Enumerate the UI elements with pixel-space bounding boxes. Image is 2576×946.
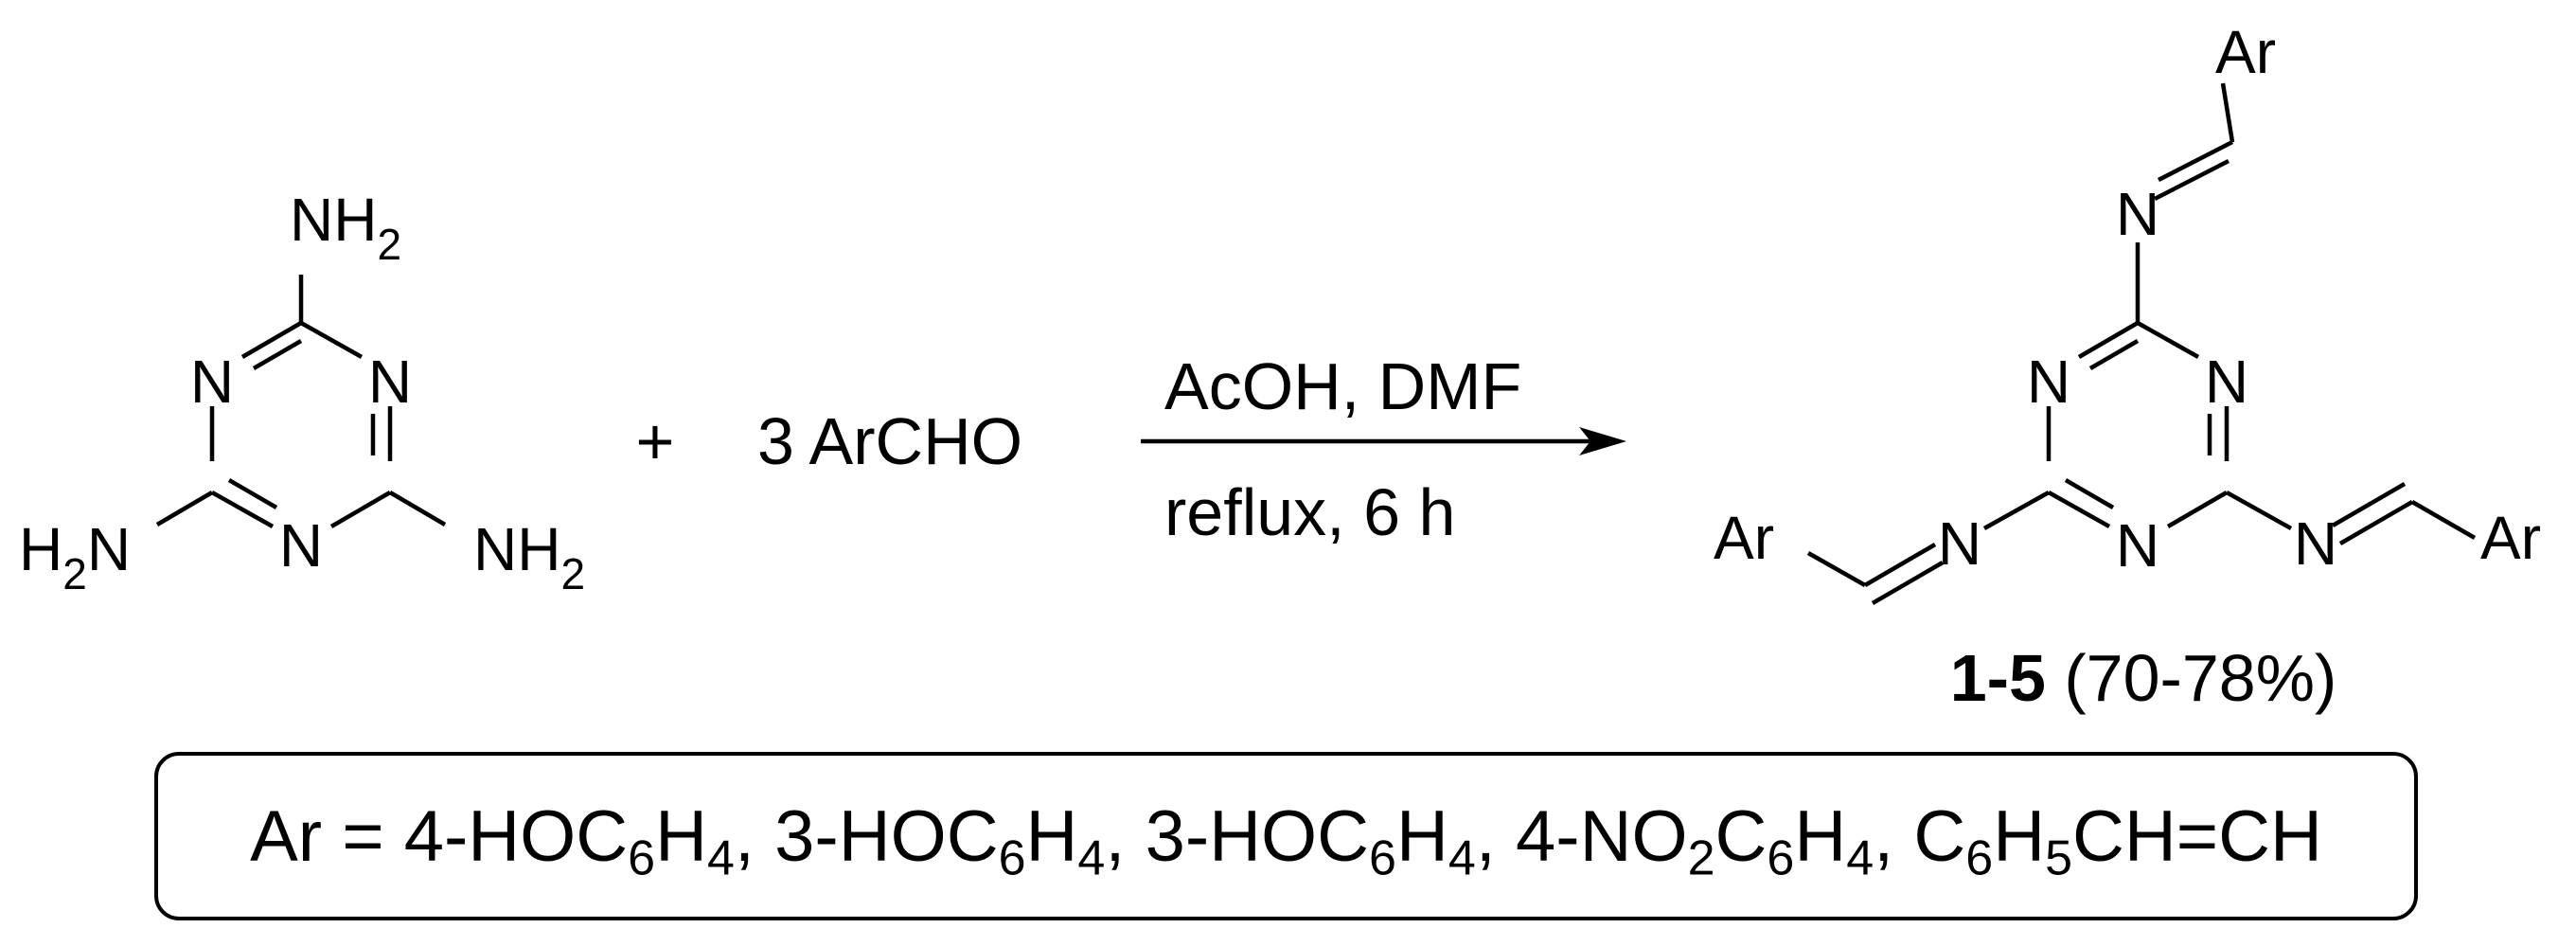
reaction-arrow: [1141, 427, 1626, 455]
product-bond: [1806, 551, 1867, 587]
ring-nitrogen-label: N: [2116, 511, 2159, 580]
substituent-item: 3-HOC6H4: [1145, 795, 1476, 886]
substituent-separator: ,: [734, 795, 775, 877]
amino-group-label: H2N: [19, 515, 131, 598]
amino-group-label: NH2: [290, 186, 401, 269]
product-bond: [2136, 321, 2200, 359]
product-bond: [2157, 139, 2234, 183]
melamine-bond: [210, 491, 275, 528]
melamine-structure: N N N NH2 H2N NH2: [19, 186, 585, 598]
product-double-bond: [2153, 158, 2230, 202]
product-bond: [2338, 500, 2414, 545]
aryl-group-label: Ar: [2215, 18, 2276, 86]
aryl-group-label: Ar: [1714, 504, 1774, 572]
product-double-bond: [2088, 339, 2140, 370]
ring-nitrogen-label: N: [2205, 348, 2248, 416]
ring-nitrogen-label: N: [190, 348, 234, 416]
substituent-item: 3-HOC6H4: [774, 795, 1106, 886]
ring-nitrogen-label: N: [2027, 348, 2070, 416]
imine-nitrogen-label: N: [2294, 509, 2337, 578]
substituent-item: C6H5CH=CH: [1913, 795, 2322, 886]
conditions-below-arrow: reflux, 6 h: [1164, 475, 1455, 549]
substituent-item: 4-HOC6H4: [403, 795, 735, 886]
substituent-definition-box: Ar = 4-HOC6H4, 3-HOC6H4, 3-HOC6H4, 4-NO2…: [154, 752, 2418, 920]
product-bond: [2166, 491, 2229, 528]
conditions-above-arrow: AcOH, DMF: [1164, 349, 1521, 423]
amino-group-label: NH2: [473, 515, 585, 598]
melamine-bond: [329, 491, 392, 528]
product-bond: [1863, 543, 1937, 587]
aryl-group-label: Ar: [2480, 504, 2541, 572]
imine-nitrogen-label: N: [1938, 509, 1981, 578]
substituent-prefix: Ar =: [250, 795, 404, 877]
product-bond: [2077, 321, 2140, 359]
product-double-bond: [2331, 482, 2407, 527]
product-double-bond: [2064, 478, 2115, 509]
product-structure: N N N N N N Ar Ar Ar 1-5 (70-78%): [1714, 18, 2541, 715]
melamine-bond: [155, 491, 214, 527]
product-bond: [1982, 491, 2051, 530]
product-double-bond: [1871, 561, 1945, 605]
product-bond: [2225, 491, 2293, 530]
arrow-head: [1579, 427, 1626, 455]
imine-nitrogen-label: N: [2116, 180, 2159, 248]
substituent-list: 4-HOC6H4, 3-HOC6H4, 3-HOC6H4, 4-NO2C6H4,…: [403, 795, 2322, 886]
substituent-separator: ,: [1105, 795, 1146, 877]
plus-sign: +: [636, 404, 675, 478]
melamine-bond: [299, 321, 364, 359]
melamine-double-bond: [227, 478, 278, 509]
melamine-double-bond: [252, 339, 303, 370]
product-bond: [2220, 82, 2235, 143]
reagent-label: 3 ArCHO: [757, 404, 1022, 478]
product-bond: [2047, 491, 2111, 528]
substituent-separator: ,: [1475, 795, 1517, 877]
substituent-item: 4-NO2C6H4: [1516, 795, 1874, 886]
ring-nitrogen-label: N: [368, 348, 412, 416]
melamine-bond: [388, 491, 447, 527]
ring-nitrogen-label: N: [279, 511, 323, 580]
compound-label: 1-5 (70-78%): [1950, 641, 2337, 715]
melamine-bond: [240, 321, 303, 359]
product-bond: [2410, 500, 2477, 540]
substituent-separator: ,: [1874, 795, 1914, 877]
